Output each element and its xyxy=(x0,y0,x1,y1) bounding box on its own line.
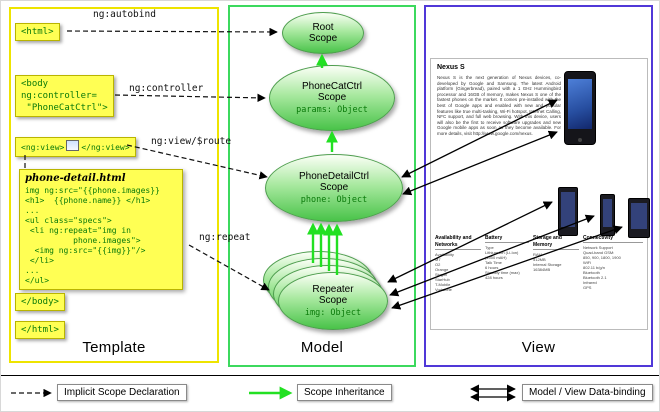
spec-section-body: Network Support Quad-band GSM: 850, 900,… xyxy=(583,245,621,290)
phone-detail-template-box: phone-detail.html img ng:src="{{phone.im… xyxy=(19,169,183,290)
phonecatctrl-scope-ellipse: PhoneCatCtrl Scope params: Object xyxy=(269,65,395,131)
phone-detail-filename: phone-detail.html xyxy=(25,173,126,184)
phonedetailctrl-scope-name: PhoneDetailCtrl Scope xyxy=(298,171,370,193)
phone-screen xyxy=(568,79,592,129)
ng-autobind-label: ng:autobind xyxy=(93,9,156,20)
spec-section: Connectivity Network Support Quad-band G… xyxy=(583,235,643,290)
ng-view-box: <ng:view> </ng:view> xyxy=(15,137,136,157)
ng-view-open-tag: <ng:view> xyxy=(21,143,65,152)
phone-button xyxy=(578,138,582,142)
html-close-tag-box: </html> xyxy=(15,321,65,339)
phonecatctrl-scope-name: PhoneCatCtrl Scope xyxy=(301,81,363,103)
spec-section: Availability and Networks Availability M… xyxy=(435,235,481,292)
phonecatctrl-scope-detail: params: Object xyxy=(296,105,368,115)
spec-section: Battery Type Lithium Ion (Li-Ion) (1500 … xyxy=(485,235,529,280)
ng-view-icon xyxy=(66,140,80,151)
repeater-scope-ellipse: Repeater Scope img: Object xyxy=(278,272,388,330)
spec-section-title: Availability and Networks xyxy=(435,235,481,250)
legend-separator xyxy=(1,375,659,376)
spec-section: Storage and Memory RAM 512MB Internal St… xyxy=(533,235,579,272)
ng-view-route-label: ng:view/$route xyxy=(151,136,232,147)
spec-section-title: Storage and Memory xyxy=(533,235,579,250)
page-description: Nexus S is the next generation of Nexus … xyxy=(437,75,561,136)
root-scope-ellipse: Root Scope xyxy=(282,12,364,54)
legend-implicit-scope: Implicit Scope Declaration xyxy=(57,384,187,401)
ng-repeat-label: ng:repeat xyxy=(199,232,251,243)
thumbnail-screen xyxy=(603,199,612,227)
repeater-scope-detail: img: Object xyxy=(304,308,362,318)
spec-section-title: Connectivity xyxy=(583,235,643,243)
thumbnail-screen xyxy=(561,192,575,227)
legend-databinding: Model / View Data-binding xyxy=(522,384,653,401)
spec-section-body: RAM 512MB Internal Storage 16384MB xyxy=(533,252,562,272)
legend-scope-inheritance: Scope Inheritance xyxy=(297,384,392,401)
rendered-page: Nexus S Nexus S is the next generation o… xyxy=(430,58,650,330)
body-close-tag-box: </body> xyxy=(15,293,65,311)
html-open-tag-box: <html> xyxy=(15,23,60,41)
phonedetailctrl-scope-ellipse: PhoneDetailCtrl Scope phone: Object xyxy=(265,154,403,222)
view-panel-label: View xyxy=(521,339,556,356)
template-panel-label: Template xyxy=(82,339,146,356)
repeater-scope-name: Repeater Scope xyxy=(312,284,354,306)
phone-thumbnail xyxy=(558,187,578,236)
thumbnail-screen xyxy=(631,203,647,229)
phone-thumbnail xyxy=(600,194,615,236)
phone-detail-code: img ng:src="{{phone.images}} <h1> {{phon… xyxy=(25,186,160,285)
body-controller-box: <body ng:controller= "PhoneCatCtrl"> xyxy=(15,75,114,117)
spec-section-title: Battery xyxy=(485,235,529,243)
phone-thumbnail xyxy=(628,198,650,238)
ng-controller-label: ng:controller xyxy=(129,83,204,94)
model-panel-label: Model xyxy=(300,339,344,356)
root-scope-name: Root Scope xyxy=(308,22,338,44)
page-title: Nexus S xyxy=(437,64,465,71)
spec-section-body: Availability M7 O2 Orange Singtel StarHu… xyxy=(435,252,454,292)
phone-main-image xyxy=(564,71,596,145)
ng-view-close-tag: </ng:view> xyxy=(81,143,130,152)
phonedetailctrl-scope-detail: phone: Object xyxy=(300,195,368,205)
spec-section-body: Type Lithium Ion (Li-Ion) (1500 mAH) Tal… xyxy=(485,245,520,280)
